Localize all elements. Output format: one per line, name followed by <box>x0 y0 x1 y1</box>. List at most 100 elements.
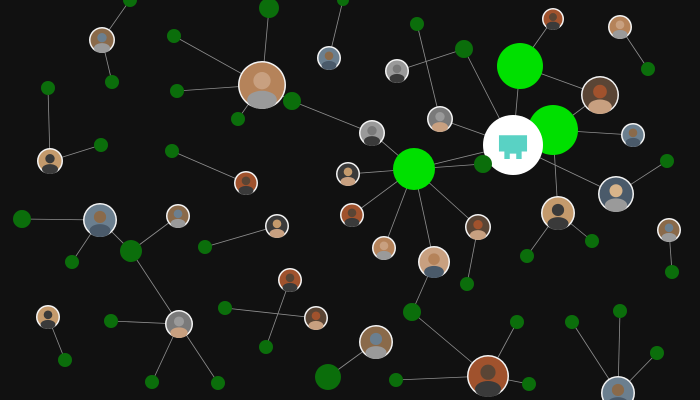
node-dot[interactable] <box>231 112 245 126</box>
avatar-node[interactable] <box>608 15 632 39</box>
node-dot[interactable] <box>259 0 279 18</box>
node-dot[interactable] <box>104 314 118 328</box>
node-dot[interactable] <box>455 40 473 58</box>
node-dot[interactable] <box>165 144 179 158</box>
avatar-node[interactable] <box>465 214 491 240</box>
node-dot[interactable] <box>315 364 341 390</box>
node-dot[interactable] <box>389 373 403 387</box>
avatar-face-icon <box>628 128 638 138</box>
node-dot[interactable] <box>522 377 536 391</box>
node-dot[interactable] <box>41 81 55 95</box>
avatar-node[interactable] <box>657 218 681 242</box>
node-dot[interactable] <box>145 375 159 389</box>
avatar-body-icon <box>469 230 487 240</box>
avatar-face-icon <box>435 111 445 122</box>
avatar-node[interactable] <box>385 59 409 84</box>
node-dot[interactable] <box>120 240 142 262</box>
avatar-face-icon <box>253 72 271 90</box>
avatar-body-icon <box>89 224 111 237</box>
avatar-node[interactable] <box>165 310 193 338</box>
avatar-face-icon <box>97 32 107 43</box>
node-dot[interactable] <box>211 376 225 390</box>
avatar-face-icon <box>664 223 674 233</box>
node-dot[interactable] <box>105 75 119 89</box>
node-dot[interactable] <box>198 240 212 254</box>
avatar-node[interactable] <box>336 162 360 186</box>
node-dot[interactable] <box>510 315 524 329</box>
graph-edge <box>171 150 247 184</box>
avatar-node[interactable] <box>89 27 115 54</box>
node-dot[interactable] <box>94 138 108 152</box>
avatar-node[interactable] <box>304 306 328 330</box>
avatar-node[interactable] <box>238 61 286 109</box>
avatar-node[interactable] <box>37 148 63 174</box>
avatar-node[interactable] <box>541 196 575 230</box>
avatar-body-icon <box>170 218 186 228</box>
avatar-node[interactable] <box>418 246 450 279</box>
graph-edge <box>224 307 317 319</box>
avatar-node[interactable] <box>36 305 60 329</box>
avatar-node[interactable] <box>278 268 302 292</box>
avatar-face-icon <box>392 64 402 74</box>
avatar-node[interactable] <box>265 214 289 238</box>
node-dot[interactable] <box>403 303 421 321</box>
avatar-node[interactable] <box>359 120 385 146</box>
node-dot[interactable] <box>460 277 474 291</box>
avatar-body-icon <box>389 73 405 84</box>
avatar-body-icon <box>588 99 612 114</box>
avatar-face-icon <box>379 241 389 251</box>
avatar-node[interactable] <box>621 123 645 147</box>
node-dot[interactable] <box>650 346 664 360</box>
avatar-face-icon <box>551 203 565 217</box>
node-dot[interactable] <box>259 340 273 354</box>
avatar-node[interactable] <box>467 355 509 397</box>
avatar-face-icon <box>311 311 321 321</box>
node-dot[interactable] <box>665 265 679 279</box>
avatar-face-icon <box>473 219 483 230</box>
avatar-face-icon <box>43 310 53 320</box>
node-dot[interactable] <box>410 17 424 31</box>
node-dot[interactable] <box>585 234 599 248</box>
hub-logo-node[interactable] <box>483 115 543 175</box>
node-dot[interactable] <box>283 92 301 110</box>
node-dot[interactable] <box>520 249 534 263</box>
avatar-node[interactable] <box>83 203 117 237</box>
node-dot[interactable] <box>218 301 232 315</box>
avatar-body-icon <box>376 250 392 260</box>
avatar-face-icon <box>593 84 607 99</box>
avatar-face-icon <box>347 208 357 218</box>
avatar-node[interactable] <box>598 176 634 212</box>
avatar-body-icon <box>474 381 502 397</box>
node-dot[interactable] <box>613 304 627 318</box>
node-dot[interactable] <box>123 0 137 7</box>
node-dot[interactable] <box>65 255 79 269</box>
node-dot[interactable] <box>565 315 579 329</box>
large-node-dot[interactable] <box>497 43 543 89</box>
avatar-node[interactable] <box>427 106 453 132</box>
node-dot[interactable] <box>660 154 674 168</box>
node-dot[interactable] <box>641 62 655 76</box>
avatar-node[interactable] <box>359 325 393 360</box>
node-dot[interactable] <box>58 353 72 367</box>
avatar-body-icon <box>282 282 298 292</box>
avatar-node[interactable] <box>234 171 258 195</box>
avatar-node[interactable] <box>372 236 396 260</box>
avatar-node[interactable] <box>601 376 635 400</box>
node-dot[interactable] <box>337 0 349 6</box>
avatar-node[interactable] <box>340 203 364 227</box>
node-dot[interactable] <box>170 84 184 98</box>
avatar-node[interactable] <box>542 8 564 30</box>
large-node-dot[interactable] <box>393 148 435 190</box>
node-dot[interactable] <box>474 155 492 173</box>
avatar-body-icon <box>170 327 188 338</box>
avatar-body-icon <box>612 29 628 39</box>
node-dot[interactable] <box>167 29 181 43</box>
avatar-node[interactable] <box>581 76 619 114</box>
node-dot[interactable] <box>13 210 31 228</box>
avatar-node[interactable] <box>317 46 341 70</box>
avatar-node[interactable] <box>166 204 190 228</box>
avatar-face-icon <box>93 210 107 224</box>
avatar-body-icon <box>547 217 569 230</box>
avatar-face-icon <box>609 184 623 198</box>
avatar-body-icon <box>269 228 285 238</box>
